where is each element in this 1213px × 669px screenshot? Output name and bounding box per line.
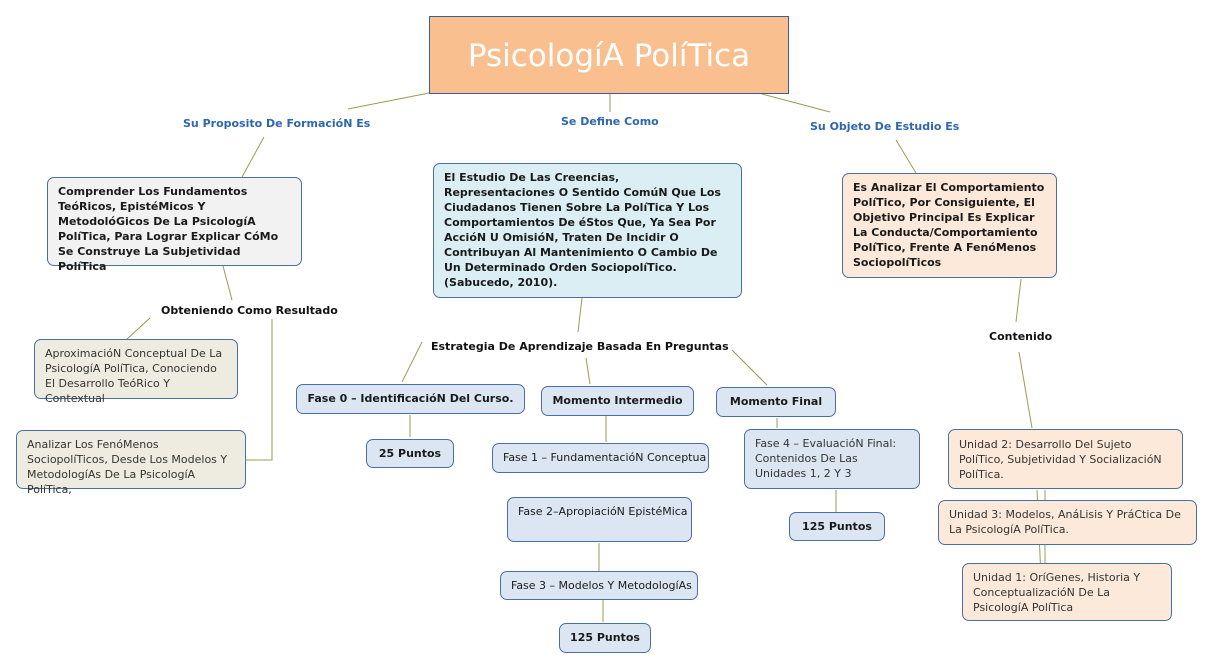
definition-citation: (Sabucedo, 2010). [444, 276, 558, 289]
fase3-node: Fase 3 – Modelos Y MetodologíAs [500, 571, 698, 600]
result-label: Obteniendo Como Resultado [161, 304, 338, 317]
fase1-node: Fase 1 – FundamentacióN Conceptua [492, 443, 709, 473]
intermedio-points-node: 125 Puntos [559, 623, 651, 653]
definition-node: El Estudio De Las Creencias, Representac… [433, 163, 742, 298]
momento-final-node: Momento Final [716, 387, 836, 417]
result-node-2: Analizar Los FenóMenos SociopolíTicos, D… [16, 430, 246, 496]
unit3-node: Unidad 3: Modelos, AnáLisis Y PráCtica D… [938, 500, 1197, 545]
definition-text: El Estudio De Las Creencias, Representac… [444, 171, 721, 274]
content-label: Contenido [989, 330, 1053, 343]
object-node: Es Analizar El Comportamiento PolíTico, … [842, 173, 1057, 278]
momento-intermedio-node: Momento Intermedio [541, 386, 694, 416]
fase4-node: Fase 4 – EvaluacióN Final: Contenidos De… [744, 429, 920, 489]
fase0-node: Fase 0 – IdentificacióN Del Curso. [296, 384, 525, 414]
fase0-points-node: 25 Puntos [366, 439, 454, 468]
purpose-node: Comprender Los Fundamentos TeóRicos, Epi… [47, 177, 302, 273]
branch-label-purpose: Su Proposito De FormacióN Es [183, 117, 371, 130]
map-title: PsicologíA PolíTica [429, 16, 789, 94]
result-node-1: AproximacióN Conceptual De La PsicologíA… [34, 339, 238, 405]
branch-label-definition: Se Define Como [561, 115, 659, 128]
final-points-node: 125 Puntos [789, 512, 885, 541]
branch-label-object: Su Objeto De Estudio Es [810, 120, 960, 133]
fase2-node: Fase 2–ApropiacióN EpistéMica [507, 497, 692, 542]
unit2-node: Unidad 2: Desarrollo Del Sujeto PolíTico… [948, 429, 1183, 489]
strategy-label: Estrategia De Aprendizaje Basada En Preg… [431, 340, 729, 353]
unit1-node: Unidad 1: OríGenes, Historia Y Conceptua… [962, 563, 1172, 621]
